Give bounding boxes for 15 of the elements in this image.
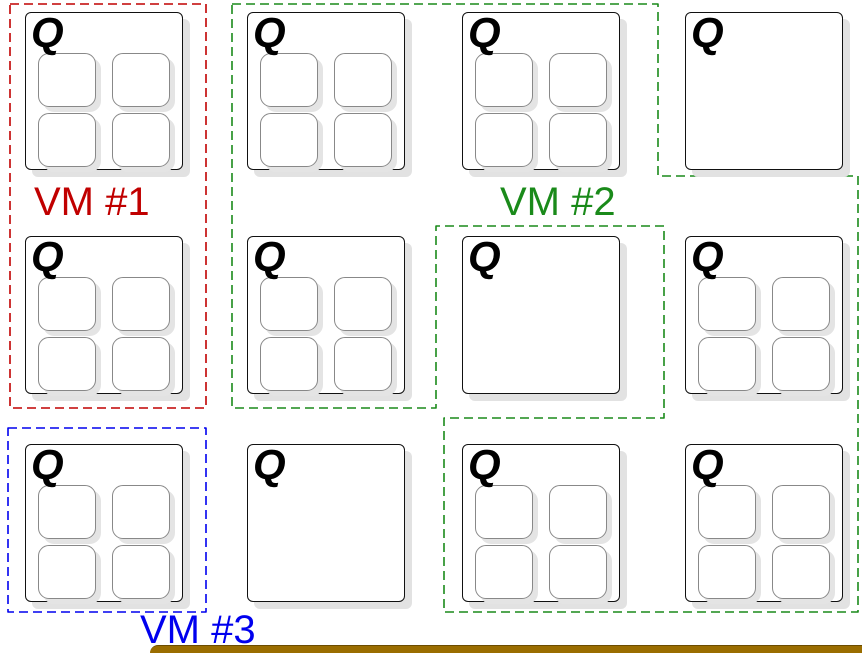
- chip-label: Q: [31, 441, 64, 489]
- region-label: VM #3: [140, 608, 256, 652]
- chip-label: Q: [691, 9, 724, 57]
- chip-label: Q: [468, 441, 501, 489]
- chip-label: Q: [691, 441, 724, 489]
- chip-label: Q: [253, 9, 286, 57]
- chip-label: Q: [253, 233, 286, 281]
- chip-label: Q: [31, 233, 64, 281]
- region-label: VM #1: [34, 180, 150, 224]
- chip-label: Q: [253, 441, 286, 489]
- chip-label: Q: [468, 9, 501, 57]
- chip-label: Q: [31, 9, 64, 57]
- chip-label: Q: [691, 233, 724, 281]
- chip-label: Q: [468, 233, 501, 281]
- region-label: VM #2: [500, 180, 616, 224]
